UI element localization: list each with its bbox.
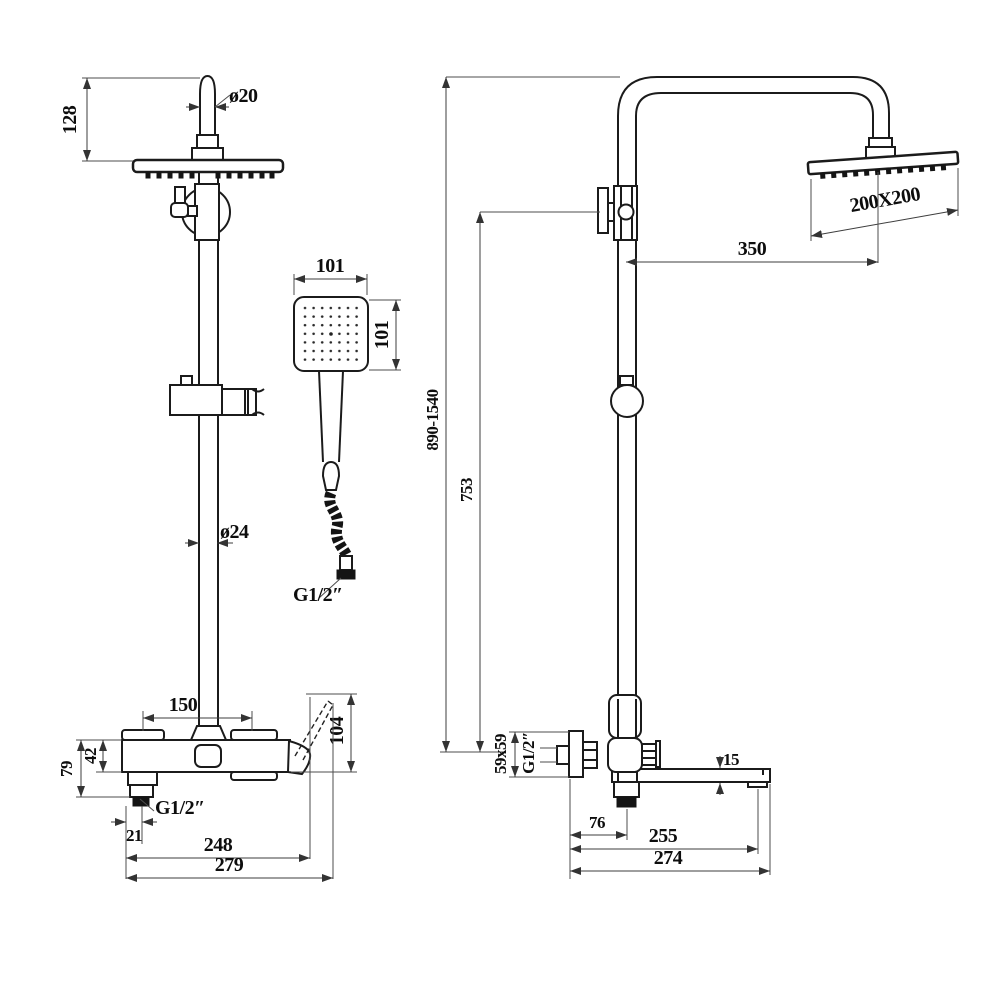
dim-overall-width: 279 <box>215 854 244 876</box>
wall-flange <box>568 730 584 778</box>
front-view: ø20 128 101 101 ø24 G1/2″ <box>57 74 401 882</box>
shower-hose <box>324 490 356 580</box>
overhead-shower <box>131 74 285 179</box>
mixer-front <box>121 700 334 807</box>
slider-holder <box>169 375 265 416</box>
side-view: 200X200 350 890-1540 753 59x59 G1/2″ <box>423 76 960 879</box>
head-nozzles <box>820 164 947 179</box>
hand-shower <box>293 296 369 491</box>
dim-head-drop: 128 <box>59 105 81 134</box>
dim-body-height: 42 <box>81 748 100 764</box>
diverter-assembly <box>170 183 231 241</box>
wall-bracket <box>597 185 638 241</box>
dim-hand-shower-height: 101 <box>371 321 393 350</box>
dim-body-outlet-drop: 79 <box>57 761 76 777</box>
mixer-handle <box>286 739 312 776</box>
dim-handle-height: 104 <box>326 716 348 745</box>
shower-plate-nozzles <box>145 171 275 179</box>
dim-port-centers: 150 <box>169 694 198 716</box>
dim-outlet-to-handle: 248 <box>204 834 233 856</box>
riser-pipe <box>198 172 219 728</box>
dim-inlet-to-bracket: 753 <box>457 478 476 502</box>
dim-outlet-thread: G1/2″ <box>155 797 205 819</box>
slider-knob-side <box>610 375 644 418</box>
dim-overall-depth: 274 <box>654 847 683 869</box>
dim-hand-shower-width: 101 <box>316 255 345 277</box>
dim-hose-thread: G1/2″ <box>293 584 343 606</box>
dim-outlet-width: 21 <box>126 826 142 845</box>
dim-head-reach: 350 <box>738 238 767 260</box>
dim-spout-outlet-reach: 255 <box>649 825 678 847</box>
dim-inlet-thread: G1/2″ <box>519 732 538 774</box>
gooseneck-column <box>617 76 890 726</box>
overhead-shower-side <box>806 137 960 179</box>
dim-riser-diameter: ø24 <box>220 521 249 543</box>
dim-overall-height: 890-1540 <box>423 389 442 450</box>
dim-spout-thickness: 15 <box>723 750 739 769</box>
mixer-side <box>556 694 771 808</box>
side-dimensions: 200X200 350 890-1540 753 59x59 G1/2″ <box>423 76 959 879</box>
dim-head-size: 200X200 <box>848 183 922 217</box>
dim-inlet-to-outlet: 76 <box>589 813 605 832</box>
dim-top-pipe-diameter: ø20 <box>229 85 258 107</box>
front-dimensions: ø20 128 101 101 ø24 G1/2″ <box>57 77 401 882</box>
dim-flange-size: 59x59 <box>491 734 510 774</box>
